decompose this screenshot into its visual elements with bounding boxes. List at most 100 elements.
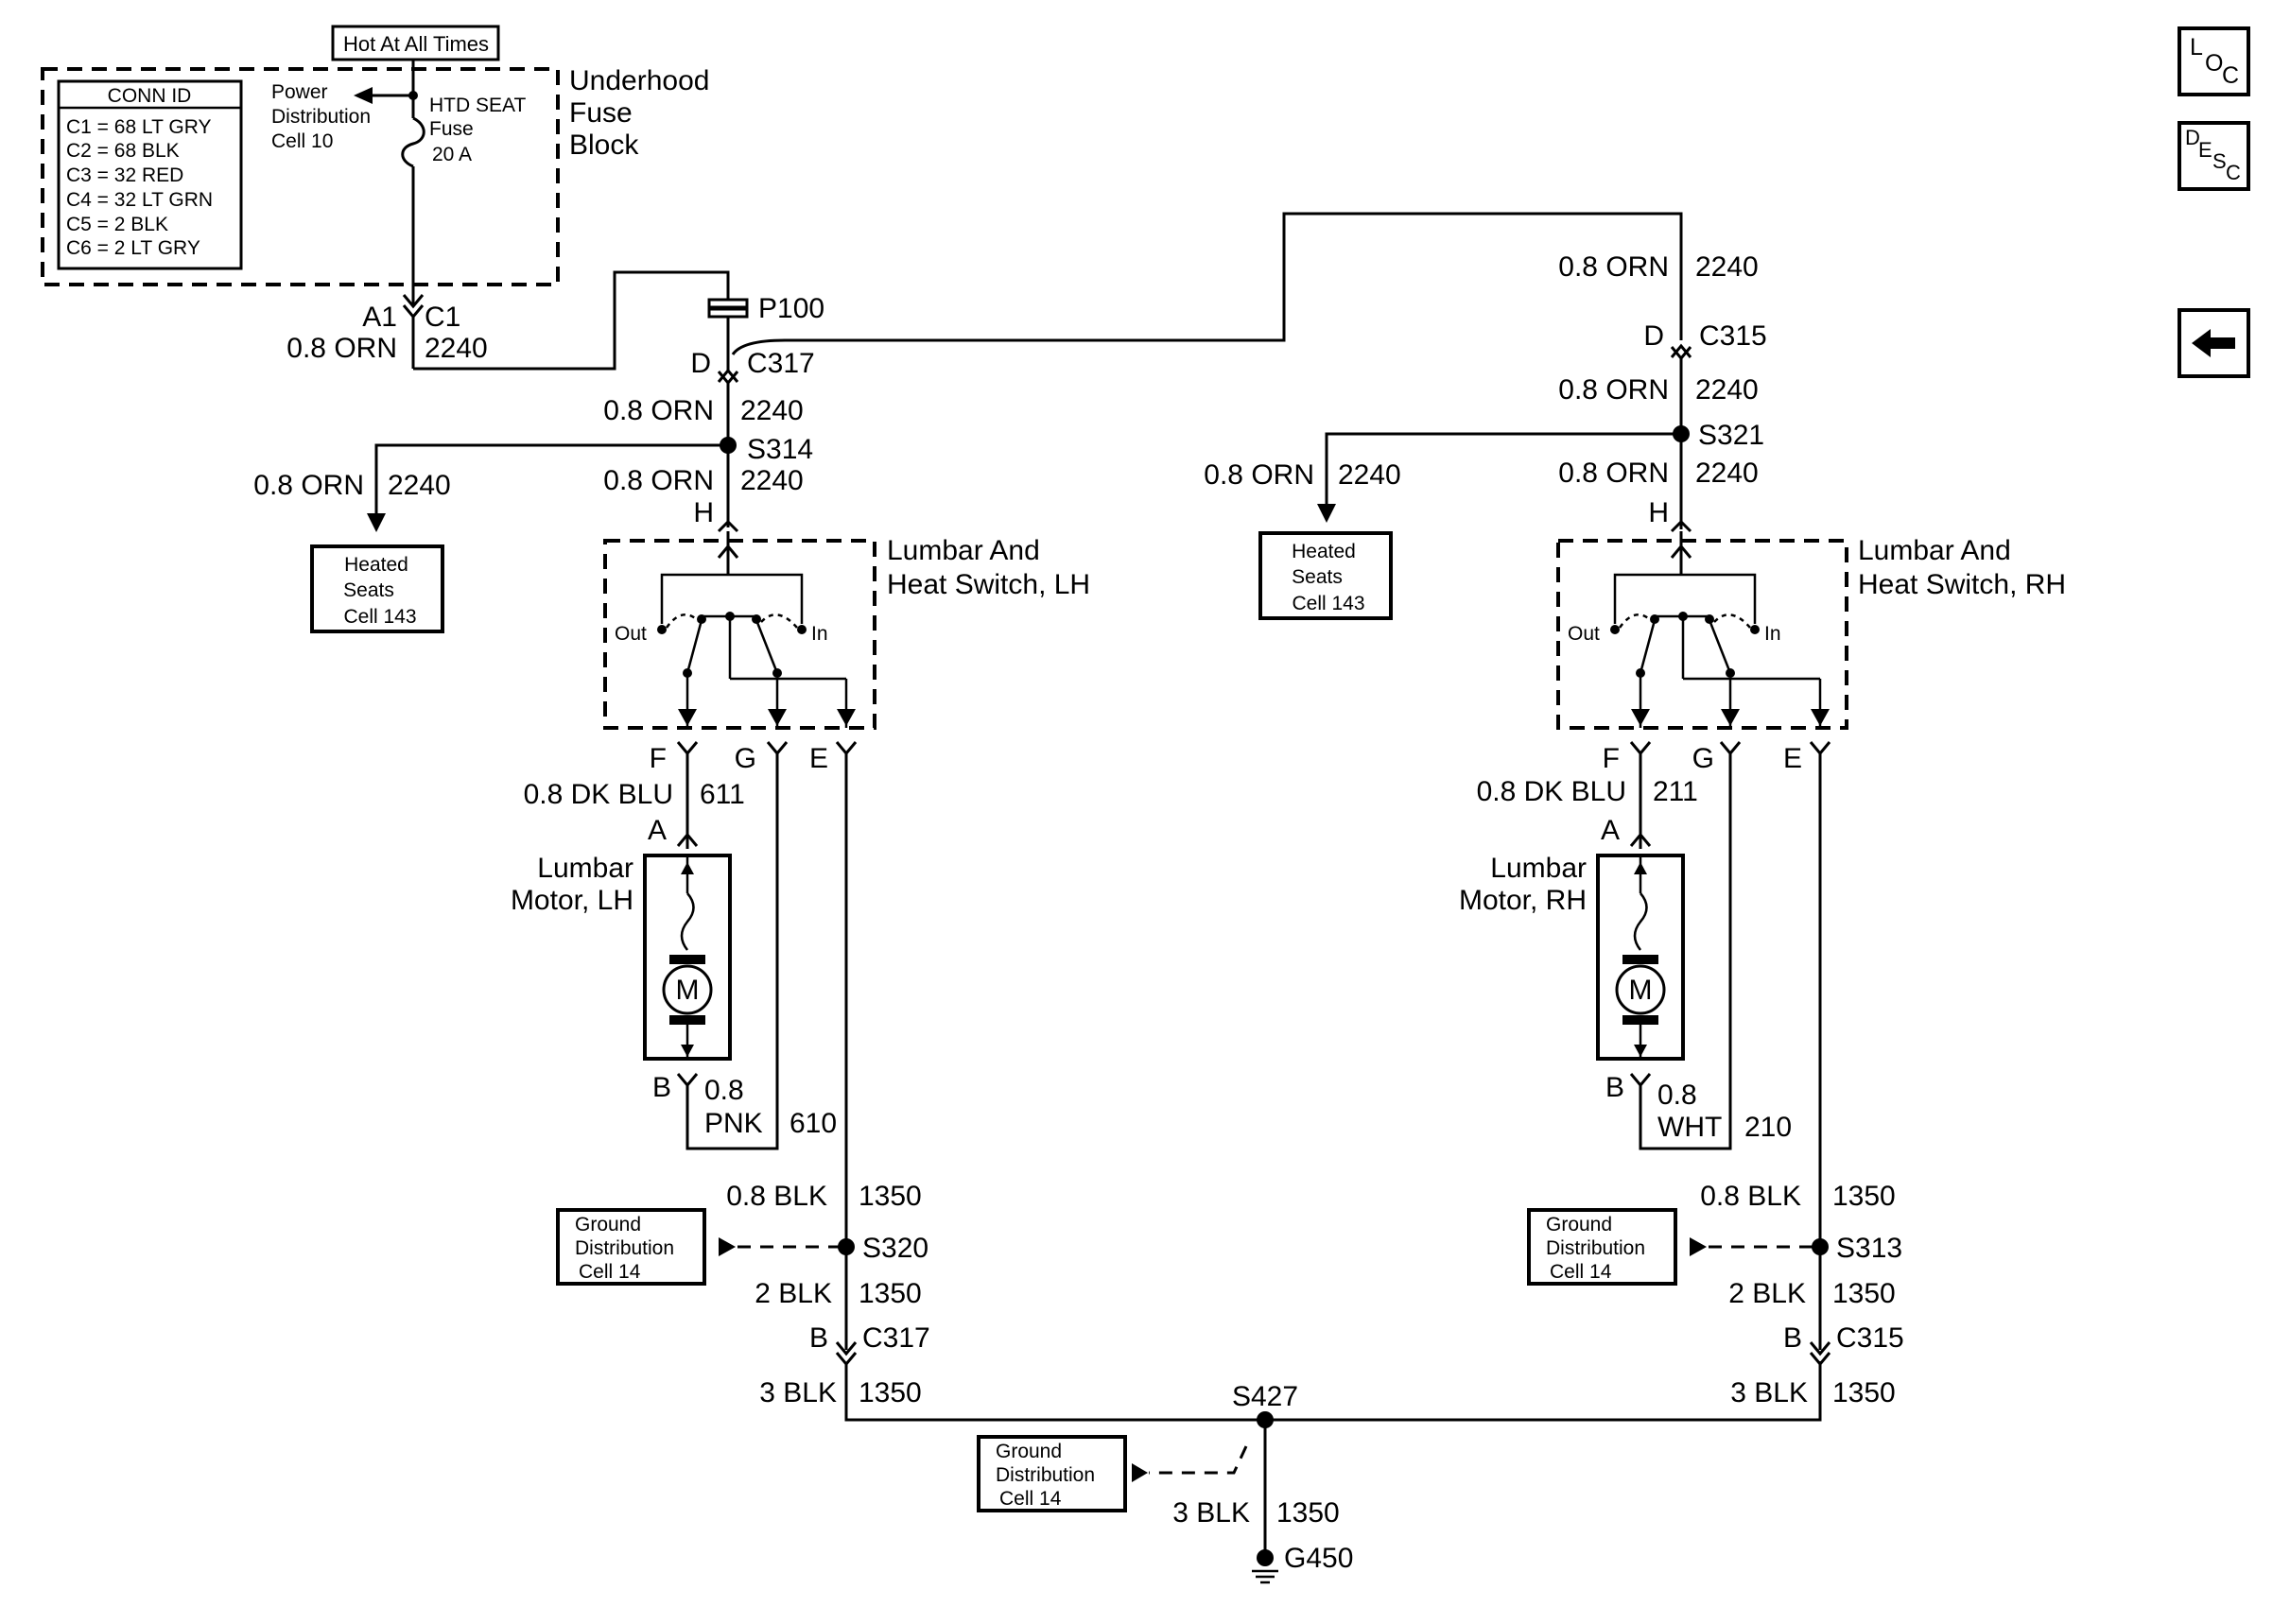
label-c315-b: B <box>1783 1322 1802 1354</box>
heated-seats-lh-box[interactable]: Heated Seats Cell 143 <box>310 544 444 633</box>
wire-orn-2: 0.8 ORN <box>603 395 714 426</box>
lumbar-motor-lh: M <box>643 854 732 1061</box>
c1-connector <box>402 284 425 369</box>
gnd-lh-line-1: Ground <box>575 1214 641 1235</box>
label-s314: S314 <box>747 434 813 465</box>
wire-3blk-lh: 3 BLK <box>759 1377 837 1408</box>
circuit-2240-1: 2240 <box>425 333 488 364</box>
heated-rh-line-3: Cell 143 <box>1292 593 1364 614</box>
wire-orn-r3: 0.8 ORN <box>1204 459 1314 491</box>
pin-b-rh: B <box>1605 1072 1624 1103</box>
fuse-symbol <box>401 59 425 284</box>
wire-orn-r1: 0.8 ORN <box>1558 251 1669 283</box>
circuit-1350-mid: 1350 <box>1276 1497 1340 1529</box>
circuit-2240-3: 2240 <box>388 470 451 501</box>
loc-letter-c: C <box>2222 62 2239 89</box>
wire-c1-to-p100 <box>413 270 730 371</box>
wire-blk-rh: 0.8 BLK <box>1700 1181 1801 1212</box>
heated-lh-line-1: Heated <box>344 554 408 576</box>
circuit-611: 611 <box>700 779 745 810</box>
circuit-1350-rh3: 1350 <box>1832 1377 1896 1408</box>
fuse-rating: 20 A <box>432 144 472 165</box>
conn-id-c2: C2 = 68 BLK <box>66 140 180 162</box>
conn-id-c6: C6 = 2 LT GRY <box>66 237 200 259</box>
switch-lh-in: In <box>811 623 828 645</box>
motor-lh-title-1: Lumbar <box>537 853 633 884</box>
ground-dist-lh-box[interactable]: Ground Distribution Cell 14 <box>556 1208 706 1286</box>
back-button[interactable] <box>2178 308 2250 378</box>
wire-orn-1: 0.8 ORN <box>286 333 397 364</box>
wire-to-rh-side <box>731 212 1683 355</box>
fuse-word: Fuse <box>429 118 474 140</box>
motor-lh-symbol: M <box>676 975 700 1006</box>
splice-s313 <box>1812 1238 1829 1255</box>
label-g450: G450 <box>1284 1543 1353 1574</box>
circuit-2240-r3: 2240 <box>1338 459 1401 491</box>
wire-orn-r2: 0.8 ORN <box>1558 374 1669 406</box>
desc-letter-c: C <box>2226 161 2241 184</box>
label-s321: S321 <box>1698 420 1764 451</box>
ground-symbol-g450 <box>1252 1549 1278 1584</box>
label-c315-top: C315 <box>1699 320 1767 352</box>
circuit-1350-lh2: 1350 <box>859 1278 922 1309</box>
wire-2blk-rh: 2 BLK <box>1728 1278 1806 1309</box>
wire-08-rh: 0.8 <box>1657 1080 1697 1111</box>
p100-passthrough <box>707 298 749 319</box>
label-s320: S320 <box>862 1233 928 1264</box>
ground-bus <box>844 1361 1822 1422</box>
switch-rh-out: Out <box>1568 623 1600 645</box>
desc-letter-s: S <box>2212 149 2227 173</box>
circuit-211: 211 <box>1653 776 1698 807</box>
pin-f-lh: F <box>650 743 667 774</box>
wire-blk-lh: 0.8 BLK <box>726 1181 827 1212</box>
heated-rh-line-1: Heated <box>1292 541 1356 562</box>
motor-rh-title-2: Motor, RH <box>1459 885 1587 916</box>
gnd-lh-line-3: Cell 14 <box>579 1261 641 1283</box>
location-button[interactable]: L O C <box>2178 26 2250 96</box>
description-button[interactable]: D E S C <box>2178 121 2250 191</box>
splice-s320 <box>838 1238 855 1255</box>
left-arrow-icon <box>2192 329 2235 357</box>
switch-lh-title-1: Lumbar And <box>887 535 1040 566</box>
power-dist-line-1: Power <box>271 81 328 103</box>
circuit-610: 610 <box>789 1108 837 1139</box>
gnd-rh-line-1: Ground <box>1546 1214 1612 1235</box>
ground-dist-rh-box[interactable]: Ground Distribution Cell 14 <box>1527 1208 1677 1286</box>
switch-rh-in: In <box>1764 623 1781 645</box>
wire-dkblu-rh: 0.8 DK BLU <box>1477 776 1626 807</box>
circuit-1350-lh1: 1350 <box>859 1181 922 1212</box>
label-a1: A1 <box>362 302 397 333</box>
label-h-rh: H <box>1648 497 1669 528</box>
power-dist-line-2: Distribution <box>271 106 371 128</box>
motor-rh-symbol: M <box>1629 975 1653 1006</box>
circuit-2240-4: 2240 <box>740 465 804 496</box>
power-dist-line-3: Cell 10 <box>271 130 333 152</box>
heated-seats-rh-box[interactable]: Heated Seats Cell 143 <box>1258 531 1393 620</box>
loc-letter-l: L <box>2190 34 2203 60</box>
motor-lh-title-2: Motor, LH <box>511 885 633 916</box>
switch-lh <box>603 531 876 730</box>
gnd-mid-line-3: Cell 14 <box>999 1488 1062 1510</box>
ground-dist-mid-box[interactable]: Ground Distribution Cell 14 <box>977 1435 1127 1512</box>
label-c315-bottom: C315 <box>1836 1322 1904 1354</box>
pin-g-lh: G <box>735 743 756 774</box>
fuse-block-title-2: Fuse <box>569 97 633 129</box>
switch-rh-title-1: Lumbar And <box>1858 535 2011 566</box>
label-s313: S313 <box>1836 1233 1902 1264</box>
pin-a-rh: A <box>1601 815 1620 846</box>
conn-id-c1: C1 = 68 LT GRY <box>66 116 212 138</box>
circuit-1350-rh1: 1350 <box>1832 1181 1896 1212</box>
conn-id-c3: C3 = 32 RED <box>66 164 183 186</box>
hot-at-all-times-label: Hot At All Times <box>343 32 489 56</box>
circuit-2240-r2: 2240 <box>1695 374 1759 406</box>
wire-orn-4: 0.8 ORN <box>603 465 714 496</box>
label-c1: C1 <box>425 302 460 333</box>
wire-pnk: PNK <box>704 1108 763 1139</box>
pin-a-lh: A <box>648 815 667 846</box>
desc-letter-d: D <box>2185 126 2200 149</box>
wire-2blk-lh: 2 BLK <box>755 1278 832 1309</box>
gnd-lh-line-2: Distribution <box>575 1237 674 1259</box>
desc-letter-e: E <box>2198 138 2212 162</box>
fuse-name: HTD SEAT <box>429 95 526 116</box>
